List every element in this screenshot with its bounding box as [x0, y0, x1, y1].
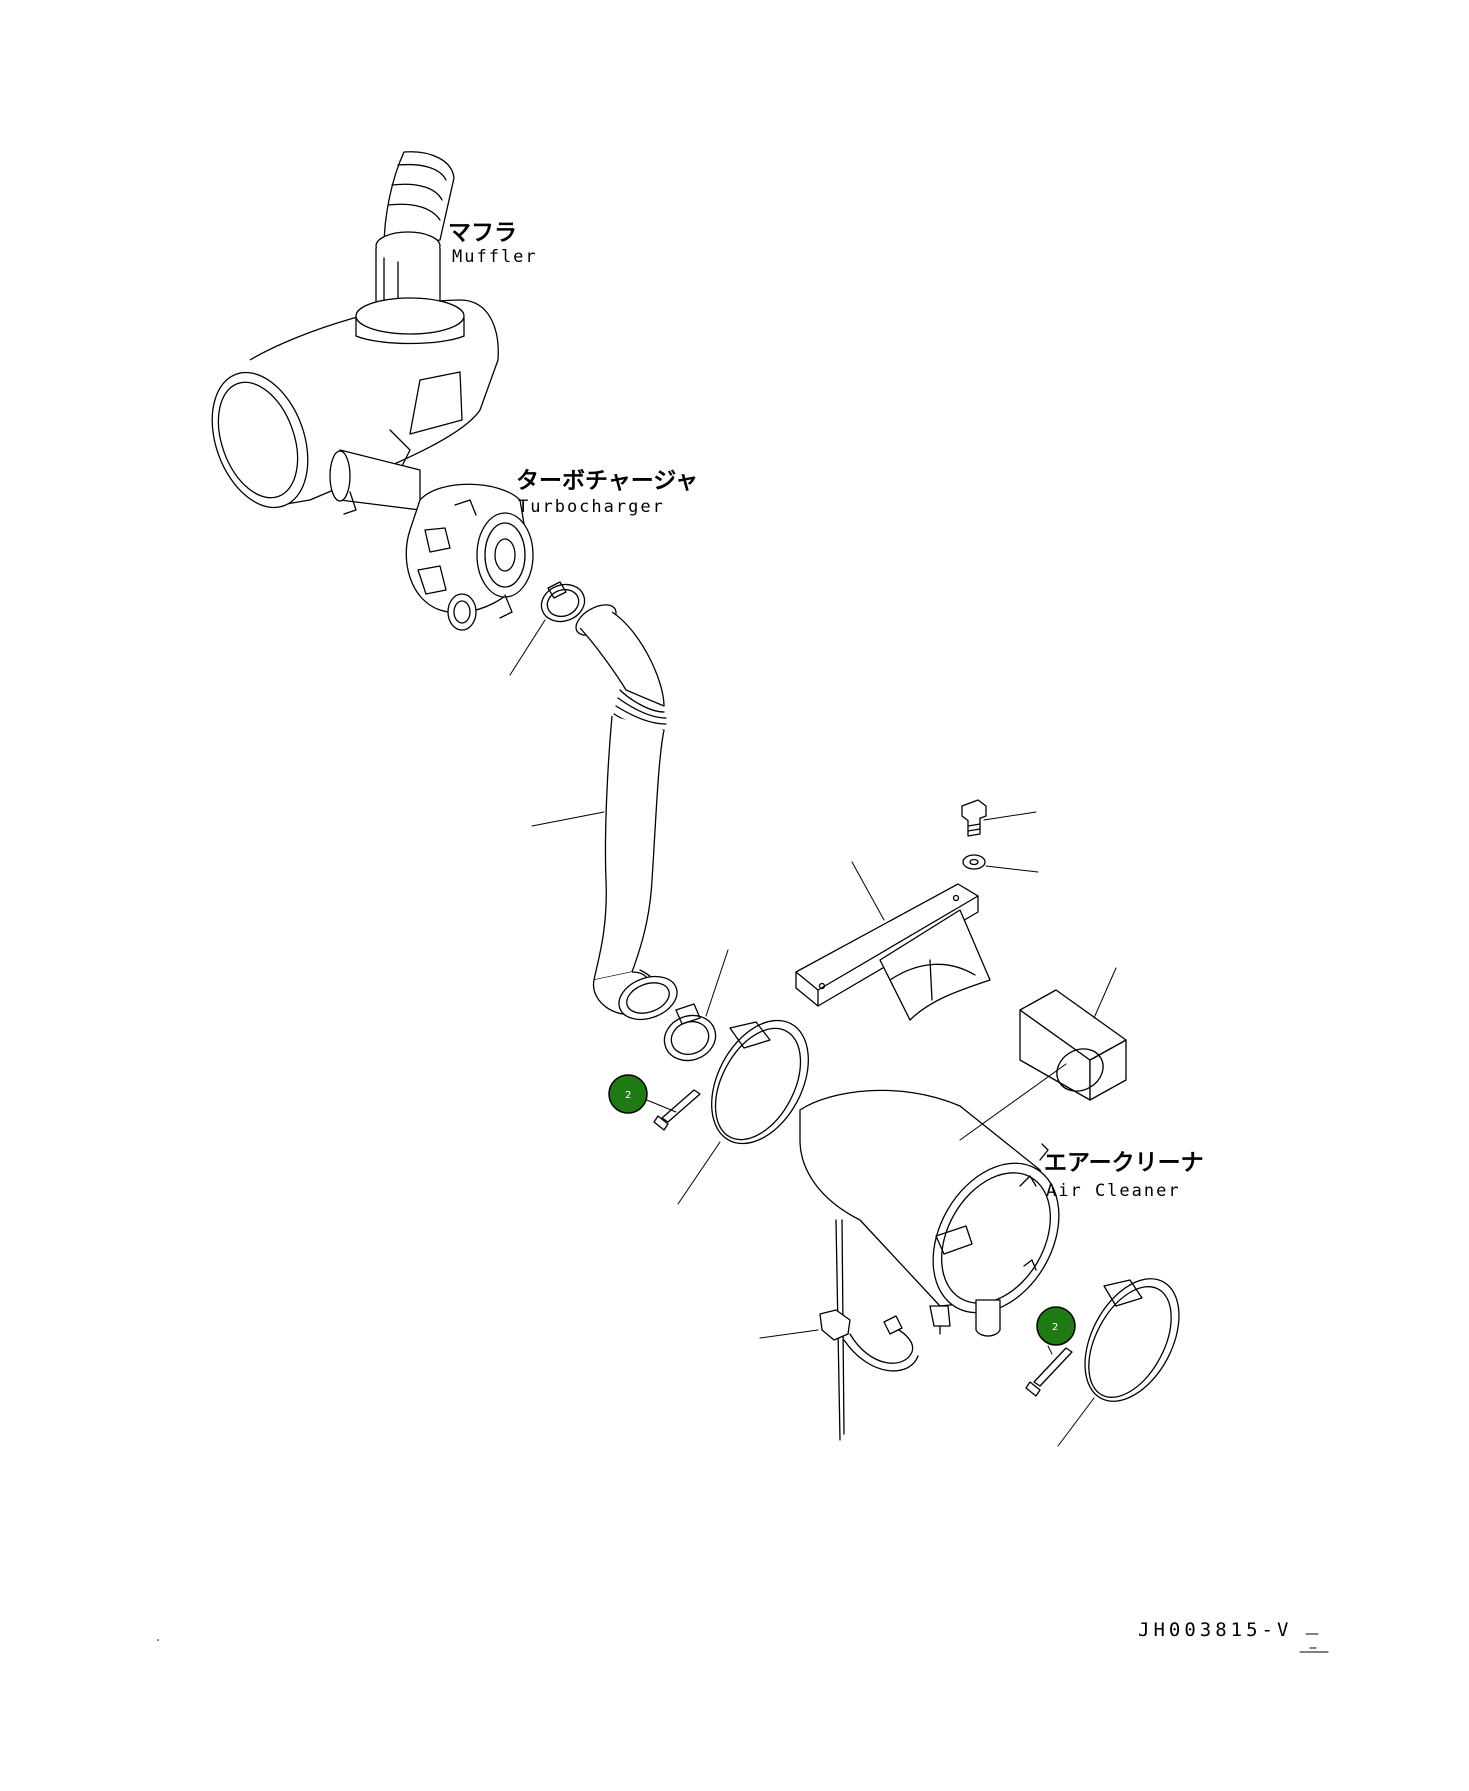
- leader-line-cushion: [1093, 967, 1117, 1019]
- leader-line-band-left: [677, 1141, 721, 1205]
- hose-clamp-lower: [618, 975, 717, 1062]
- callout-circle-right: [1036, 1306, 1076, 1346]
- leader-line-intake-hose: [531, 811, 605, 827]
- muffler-label-jp: マフラ: [448, 220, 517, 246]
- air-cleaner-label-jp: エアークリーナ: [1044, 1150, 1204, 1176]
- hose-clamp-upper: [540, 581, 586, 623]
- muffler-label-en: Muffler: [452, 247, 538, 267]
- bolt-part: [961, 799, 987, 837]
- leader-line-washer: [985, 865, 1039, 873]
- air-cleaner-part: [799, 1089, 1060, 1337]
- muffler-part: [211, 151, 499, 515]
- leader-line-bracket: [851, 861, 885, 921]
- turbocharger-label-en: Turbocharger: [518, 497, 665, 517]
- washer-part: [962, 854, 986, 870]
- leader-line-clamp-upper: [509, 619, 546, 676]
- callout-number-right: 2: [1052, 1322, 1058, 1333]
- leader-line-band-right: [1057, 1397, 1095, 1447]
- callout-number-left: 2: [625, 1090, 631, 1101]
- leader-line-bolt: [983, 811, 1037, 821]
- turbocharger-label-jp: ターボチャージャ: [516, 468, 698, 494]
- mounting-bracket-part: [795, 883, 991, 1021]
- air-cleaner-label-en: Air Cleaner: [1046, 1181, 1181, 1201]
- band-clamp-right: [1084, 1278, 1180, 1402]
- corner-mark: [157, 1639, 159, 1641]
- callout-circle-left: [608, 1074, 648, 1114]
- cushion-block-part: [1019, 989, 1127, 1101]
- intake-hose-part: [575, 604, 669, 1018]
- leader-line-air-cleaner: [959, 1063, 1067, 1141]
- drawing-code: JH003815-V: [1138, 1619, 1292, 1641]
- leader-line-callout-right: [1047, 1345, 1053, 1355]
- turbocharger-part: [405, 483, 534, 631]
- band-clamp-left: [711, 1019, 809, 1145]
- clamp-bolt-right: [1025, 1347, 1073, 1397]
- leader-line-indicator: [759, 1329, 819, 1339]
- clamp-bolt-left: [653, 1089, 701, 1131]
- dust-indicator-part: [819, 1219, 919, 1441]
- callout-badge-left[interactable]: 2: [608, 1074, 648, 1114]
- leader-line-clamp-lower: [705, 949, 729, 1017]
- drawing-code-underline: [1299, 1633, 1329, 1653]
- leader-line-callout-left: [641, 1097, 677, 1113]
- callout-badge-right[interactable]: 2: [1036, 1306, 1076, 1346]
